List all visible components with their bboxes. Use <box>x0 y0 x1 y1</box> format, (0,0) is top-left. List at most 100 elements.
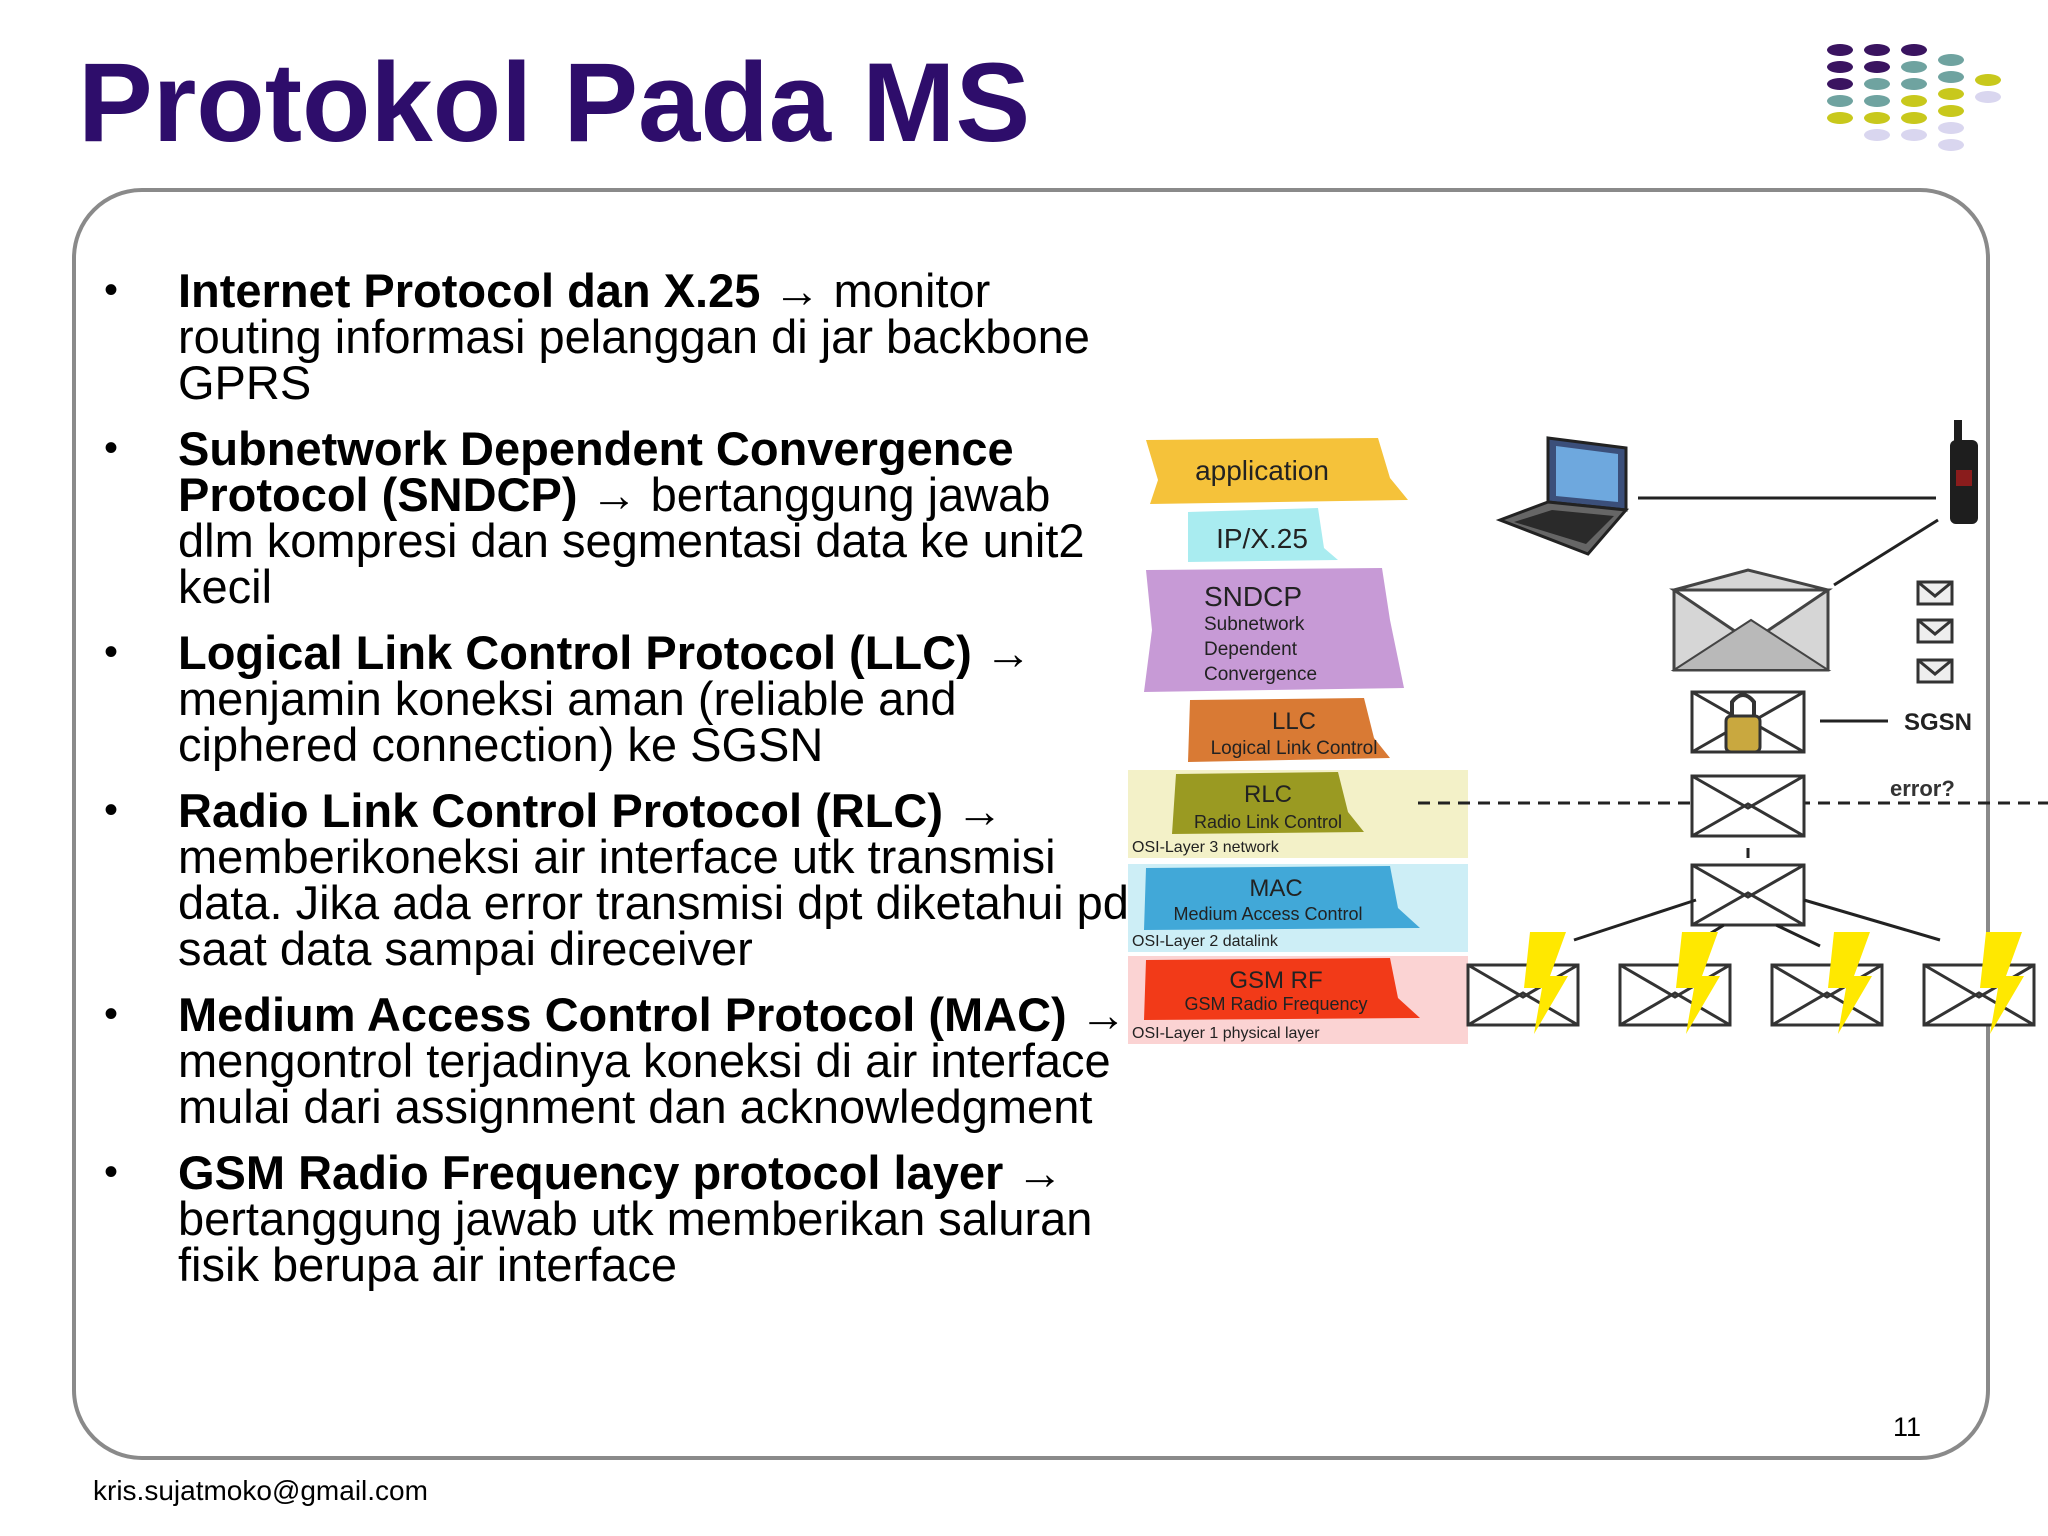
layer-llc-label: LLC <box>1272 708 1316 735</box>
lightning-icon <box>1828 932 1872 1034</box>
layer-mac-label: MAC <box>1249 875 1302 902</box>
mobile-phone-icon <box>1950 420 1978 524</box>
dot-mark <box>1901 78 1927 90</box>
bullet-text: bertanggung jawab dlm kompresi dan segme… <box>178 468 1085 613</box>
dot-mark <box>1938 122 1964 134</box>
bullet-icon: • <box>104 426 119 470</box>
layer-rlc-shape <box>1172 772 1364 834</box>
dot-mark <box>1864 112 1890 124</box>
dot-mark <box>1938 71 1964 83</box>
osi-layer2-label: OSI-Layer 2 datalink <box>1132 933 1279 950</box>
dot-mark <box>1864 44 1890 56</box>
rlc-envelope-icon <box>1690 774 1806 838</box>
small-envelopes <box>1916 580 1954 684</box>
bullet-list: • Internet Protocol dan X.25 → monitor ro… <box>100 267 1130 1308</box>
dot-mark <box>1827 61 1853 73</box>
layer-application-shape <box>1146 438 1408 504</box>
arrow-icon: → <box>984 626 1032 679</box>
sgsn-label: SGSN <box>1904 709 1972 736</box>
bullet-icon: • <box>104 1150 119 1194</box>
page-number: 11 <box>1893 1412 1922 1442</box>
rf-envelope-icon <box>1922 932 2036 1034</box>
layer-sndcp-sub3: Convergence <box>1204 664 1317 685</box>
layer-sndcp-shape <box>1144 568 1404 692</box>
dot-mark <box>1901 44 1927 56</box>
arrow-icon: → <box>773 264 821 317</box>
bullet-text: memberikoneksi air interface utk transmi… <box>178 830 1129 975</box>
osi-layer1-label: OSI-Layer 1 physical layer <box>1132 1025 1320 1042</box>
bullet-text: mengontrol terjadinya koneksi di air int… <box>178 1034 1111 1133</box>
large-envelope-icon <box>1669 568 1833 672</box>
rf-envelopes <box>1466 932 2036 1034</box>
protocol-stack-diagram: application IP/X.25 SNDCP Subnetwork Dep… <box>1128 420 2048 1044</box>
dot-mark <box>1938 139 1964 151</box>
locked-envelope-icon <box>1690 690 1806 754</box>
dot-mark <box>1827 112 1853 124</box>
slide-title: Protokol Pada MS <box>78 40 1031 165</box>
dot-mark <box>1901 61 1927 73</box>
list-item: • Radio Link Control Protocol (RLC) → mem… <box>100 787 1130 975</box>
bullet-heading: Subnetwork Dependent Convergence Protoco… <box>178 422 1014 521</box>
layer-sndcp-sub1: Subnetwork <box>1204 614 1305 635</box>
arrow-icon: → <box>1079 988 1127 1041</box>
layer-mac-shape <box>1144 866 1420 930</box>
dot-mark <box>1975 91 2001 103</box>
dot-mark <box>1901 129 1927 141</box>
layer-mac-sub: Medium Access Control <box>1173 904 1362 924</box>
rf-envelope-icon <box>1770 932 1884 1034</box>
osi-layer3-label: OSI-Layer 3 network <box>1132 839 1280 856</box>
lightning-icon <box>1524 932 1568 1034</box>
decorative-dots <box>1827 44 2001 151</box>
list-item: •GSM Radio Frequency protocol layer → be… <box>100 1149 1130 1291</box>
list-item: • Subnetwork Dependent Convergence Protoc… <box>100 425 1130 613</box>
dot-mark <box>1827 78 1853 90</box>
bullet-icon: • <box>104 630 119 674</box>
dot-mark <box>1864 61 1890 73</box>
list-item: • Internet Protocol dan X.25 → monitor ro… <box>100 267 1130 406</box>
dot-mark <box>1901 112 1927 124</box>
layer-gsmrf-sub: GSM Radio Frequency <box>1184 994 1367 1014</box>
laptop-icon <box>1495 436 1630 556</box>
bullet-heading: Radio Link Control Protocol (RLC) <box>178 784 943 837</box>
bullet-icon: • <box>104 992 119 1036</box>
bullet-text: monitor routing informasi pelanggan di j… <box>178 264 1090 409</box>
arrow-icon: → <box>1016 1146 1064 1199</box>
layer-rlc-label: RLC <box>1244 781 1292 808</box>
bullet-icon: • <box>104 788 119 832</box>
layer-gsmrf-label: GSM RF <box>1229 967 1322 994</box>
phone-envelope-link <box>1833 518 1939 587</box>
layer-llc-sub: Logical Link Control <box>1211 738 1378 759</box>
list-item: •Medium Access Control Protocol (MAC) → … <box>100 991 1130 1133</box>
bullet-heading: Logical Link Control Protocol (LLC) <box>178 626 972 679</box>
layer-sndcp-label: SNDCP <box>1204 581 1302 612</box>
arrow-icon: → <box>590 468 638 521</box>
layer-sndcp-sub2: Dependent <box>1204 639 1298 660</box>
dot-mark <box>1864 78 1890 90</box>
rf-envelope-icon <box>1466 932 1580 1034</box>
dot-mark <box>1975 74 2001 86</box>
arrow-icon: → <box>956 784 1004 837</box>
content-frame <box>72 188 1990 1460</box>
layer-gsmrf-shape <box>1144 958 1420 1020</box>
dot-mark <box>1938 88 1964 100</box>
layer-ipx25-shape <box>1188 508 1338 562</box>
dot-mark <box>1938 105 1964 117</box>
bullet-text: menjamin koneksi aman (reliable and ciph… <box>178 672 957 771</box>
dot-mark <box>1938 54 1964 66</box>
list-item: • Logical Link Control Protocol (LLC) → m… <box>100 629 1130 771</box>
mac-envelope-icon <box>1690 863 1806 927</box>
rf-envelope-icon <box>1618 932 1732 1034</box>
layer-llc-shape <box>1188 698 1390 762</box>
dot-mark <box>1864 95 1890 107</box>
lightning-icon <box>1980 932 2024 1034</box>
bullet-text: bertanggung jawab utk memberikan saluran… <box>178 1192 1093 1291</box>
dot-mark <box>1827 95 1853 107</box>
bullet-icon: • <box>104 268 119 312</box>
layer-application-label: application <box>1195 455 1329 486</box>
bullet-heading: Internet Protocol dan X.25 <box>178 264 761 317</box>
lightning-icon <box>1676 932 1720 1034</box>
error-label: error? <box>1890 776 1955 801</box>
footer-email: kris.sujatmoko@gmail.com <box>93 1475 428 1506</box>
dot-mark <box>1827 44 1853 56</box>
layer-rlc-sub: Radio Link Control <box>1194 812 1342 832</box>
